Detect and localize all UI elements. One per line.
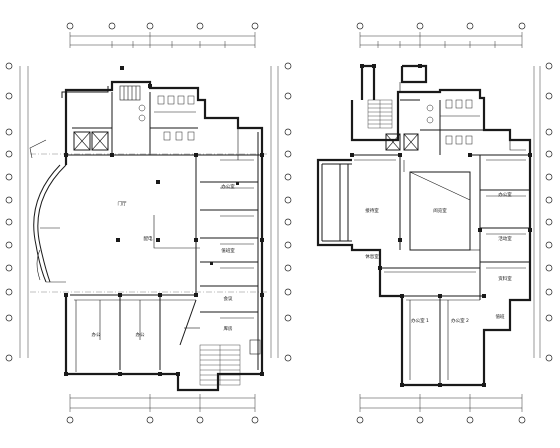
left-plan-right-axis [270,62,292,362]
left-room-label-6: 库房 [224,325,233,332]
right-room-label-6: 办公室 1 [411,317,429,324]
right-room-label-3: 阅览室 [433,207,447,214]
left-columns [64,66,264,376]
left-grid-lines [30,153,268,293]
right-room-label-1: 接待室 [365,207,379,214]
left-elevators [73,131,109,151]
left-entrance-portico [29,139,67,283]
right-room-label-8: 资料室 [498,275,512,282]
left-top-vestibule [119,85,141,101]
right-columns [350,64,532,387]
left-interior-walls [66,92,262,370]
right-axis-bubbles [533,62,553,362]
right-wiring [354,82,526,380]
right-room-label-9: 值班 [496,313,505,320]
left-wiring [74,128,254,372]
right-elevator-stair [367,99,419,151]
right-room-label-4: 办公室 [498,191,512,198]
right-floor-plan: 接待室 休息室 阅览室 办公室 活动室 办公室 1 办公室 2 资料室 值班 [316,22,553,424]
right-outer-wall [316,64,532,387]
right-interior-walls [352,99,530,385]
right-top-dimensions [356,22,526,48]
left-bottom-stair [199,339,261,386]
left-room-label-7: 配电 [144,235,153,242]
left-room-label-4: 办公 [136,331,145,338]
left-room-label-2: 值班室 [221,247,235,254]
left-floor-plan: 门厅 办公室 值班室 办公 办公 会议 库房 配电 [5,22,292,424]
left-room-labels: 门厅 办公室 值班室 办公 办公 会议 库房 配电 [92,183,236,338]
left-room-label-hall: 门厅 [118,200,127,207]
left-restroom-fixtures [138,95,196,141]
right-room-labels: 接待室 休息室 阅览室 办公室 活动室 办公室 1 办公室 2 资料室 值班 [365,191,512,324]
right-restroom-fixtures [426,99,480,145]
right-bottom-dimensions [356,394,526,424]
right-room-label-5: 活动室 [498,235,512,242]
left-axis-bubbles [5,62,29,362]
left-bottom-dimensions [66,394,259,424]
left-top-dimensions [69,32,256,48]
left-top-axis-bubbles [66,22,259,30]
right-room-label-7: 办公室 2 [451,317,469,324]
right-room-label-2: 休息室 [365,253,379,260]
left-room-label-5: 会议 [224,295,233,302]
left-room-label-1: 办公室 [221,183,235,190]
left-room-label-3: 办公 [92,331,101,338]
